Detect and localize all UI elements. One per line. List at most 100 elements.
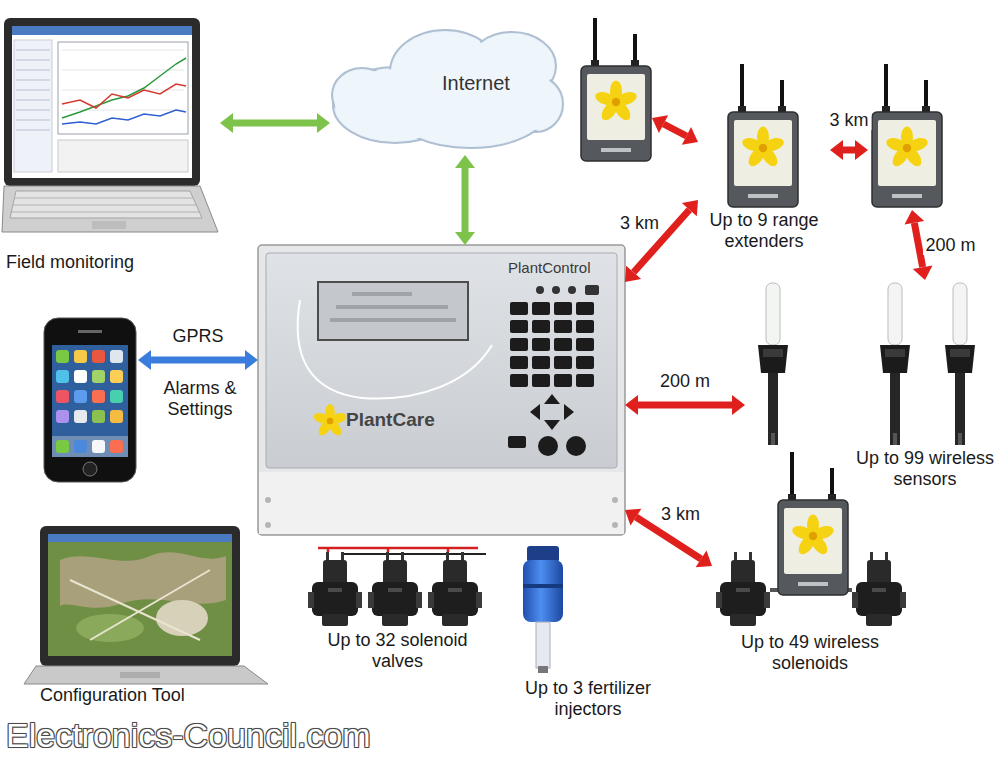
wireless-sensor [745,280,801,445]
fertilizer-injector-figure [523,560,563,622]
link-arrow [138,350,258,370]
arrowhead [682,127,698,145]
smartphone-figure [74,390,87,403]
internet-cloud-figure [334,70,390,120]
controller-figure [258,245,625,535]
arrowhead [317,113,330,133]
link-arrow [652,115,698,145]
laptop-monitor-figure [16,50,50,130]
smartphone-figure [56,440,69,453]
arrow-shaft [914,223,922,267]
laptop-config-figure [70,570,210,640]
wireless-sensor-figures [880,283,910,445]
wireless-sensor-figures [758,283,788,445]
arrow-shaft [151,357,245,364]
controller-figure [554,302,572,315]
controller-figure [612,522,618,528]
fertilizer-injector-figure [523,546,563,673]
laptop-monitor-figure [62,84,186,108]
arrow-shaft [664,124,687,136]
controller-figure [330,318,456,322]
smartphone-figure [92,370,105,383]
laptop-config-figure [48,534,232,656]
smartphone-figure [92,440,105,453]
fertilizer-injector-figure [538,666,548,673]
wireless-sensor-figures [758,283,975,445]
link-label: GPRS [169,326,226,346]
link-label: 200 m [657,371,713,391]
arrowhead [220,113,233,133]
smartphone-figure [78,330,102,333]
range-extender-figures [581,18,651,161]
smartphone-figure [74,410,87,423]
arrowhead [696,551,712,568]
smartphone-figure [56,370,69,383]
solenoid-valve-figures [308,552,362,626]
arrowhead [732,395,745,415]
laptop-config-figure [24,526,268,684]
laptop-monitor-figure [58,140,188,172]
device-caption: Up to 49 wireless solenoids [712,632,908,673]
laptop-config-figure [40,526,240,666]
laptop-config: Configuration Tool [22,522,270,712]
controller-figure [265,522,271,528]
solenoid-valve-figures [368,552,422,626]
controller-figure [510,374,528,387]
controller-figure [538,436,558,456]
link-label: 3 km [658,504,703,524]
smartphone-figure [56,410,69,423]
smartphone-figure [110,440,123,453]
link-label: 3 km [617,213,662,233]
controller-figure [318,282,468,340]
controller-figure [258,245,625,535]
controller-figure [510,302,528,315]
smartphone-figure [110,410,123,423]
controller-figure [510,320,528,333]
smartphone-figure [83,462,97,476]
link-arrow [625,395,745,415]
laptop-monitor-figure [2,18,218,232]
device-caption: Configuration Tool [22,685,270,706]
controller-figure [352,292,412,296]
device-label: Internet [442,71,510,95]
watermark: Electronics-Council.com [6,716,371,755]
smartphone-figure [110,350,123,363]
range-extender-figures [728,64,798,207]
laptop-monitor-figure [10,191,202,218]
smartphone-figure [44,318,136,482]
smartphone-figure [110,390,123,403]
arrow-shaft [843,147,855,154]
link-arrow [830,140,868,160]
smartphone-figure [110,370,123,383]
smartphone-figure [56,390,69,403]
link-note: Alarms & Settings [148,378,252,419]
internet-cloud: Internet [330,25,565,155]
smartphone-figure [44,318,136,482]
controller-figure [554,320,572,333]
wireless-solenoid-figure [716,552,770,626]
arrowhead [625,395,638,415]
link-label: 3 km [826,110,871,130]
arrow-shaft [233,120,317,127]
smartphone-figure [74,350,87,363]
laptop-monitor: Field monitoring [0,15,220,279]
laptop-monitor-figure [62,50,184,110]
arrowhead [913,265,933,280]
controller-figure [568,286,576,294]
controller-figure [554,356,572,369]
arrowhead [830,140,843,160]
internet-cloud-figure [332,30,563,148]
controller-figure [566,436,586,456]
wireless-sensor-figures [945,283,975,445]
device-caption: Up to 9 range extenders [698,210,830,251]
controller-figure [530,404,540,420]
device-caption: Up to 99 wireless sensors [845,448,1005,489]
controller-figure [612,497,618,503]
smartphone-figure [74,370,87,383]
laptop-monitor-figure [58,42,188,134]
device-caption: Field monitoring [0,252,220,273]
laptop-monitor-figure [62,58,186,118]
smartphone-figure [52,436,128,457]
arrowhead [682,200,698,216]
